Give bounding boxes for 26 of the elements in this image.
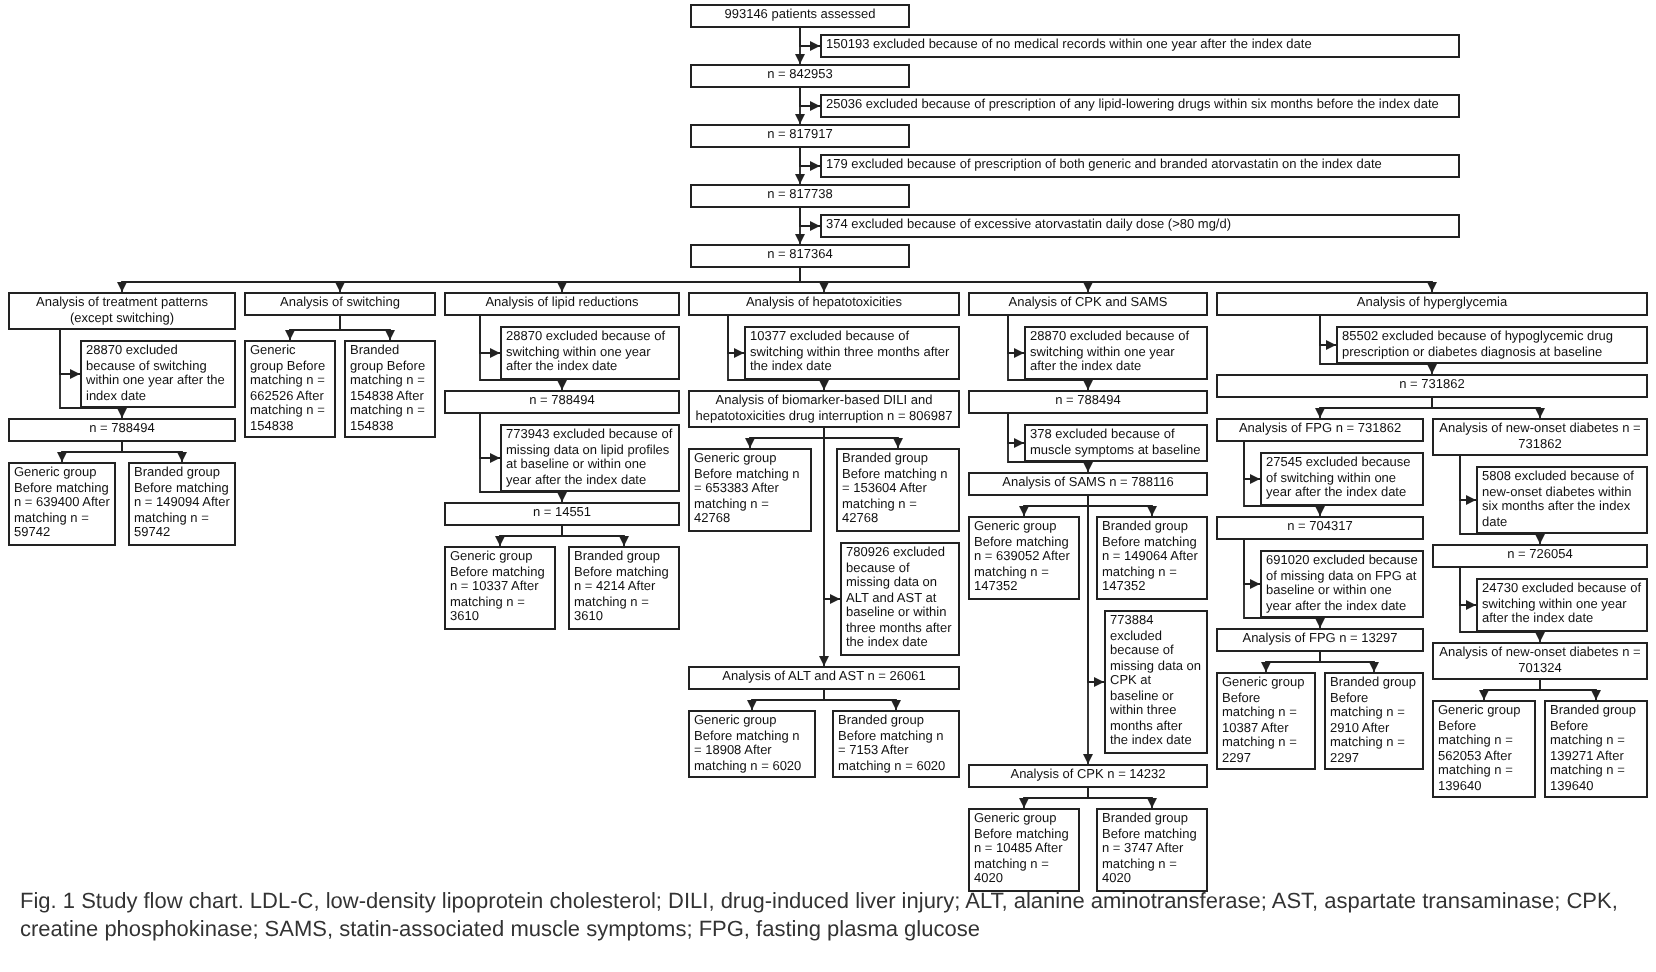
arrow (1007, 413, 1093, 473)
arrow (1459, 455, 1545, 545)
arrow (121, 441, 187, 463)
arrow (1319, 315, 1437, 375)
arrow (1243, 441, 1325, 517)
arrow (339, 315, 395, 341)
arrow (819, 427, 829, 667)
arrow (1083, 495, 1093, 765)
arrow (1319, 651, 1379, 673)
arrow (795, 207, 805, 245)
arrow (1243, 539, 1325, 629)
arrow (1087, 787, 1157, 809)
arrow (795, 87, 805, 125)
arrow (1431, 397, 1545, 419)
arrow (479, 315, 567, 391)
arrow (795, 147, 805, 185)
arrow (59, 329, 127, 419)
arrow (727, 315, 829, 391)
arrow (1459, 567, 1545, 643)
arrow (561, 525, 629, 547)
figure-caption: Fig. 1 Study flow chart. LDL-C, low-density lipoprotein cholesterol; DILI, drug-induced liver injury; ALT, alanine aminotransferase; AST, aspartate transaminase; CPK, creatine phosphokinase; SAMS, statin-associated muscle symptoms; FPG, fasting plasma glucose (20, 888, 1620, 944)
arrow (1539, 679, 1601, 701)
arrow (823, 689, 901, 711)
arrow (479, 413, 567, 503)
arrow (795, 27, 805, 65)
arrow (1007, 315, 1093, 391)
